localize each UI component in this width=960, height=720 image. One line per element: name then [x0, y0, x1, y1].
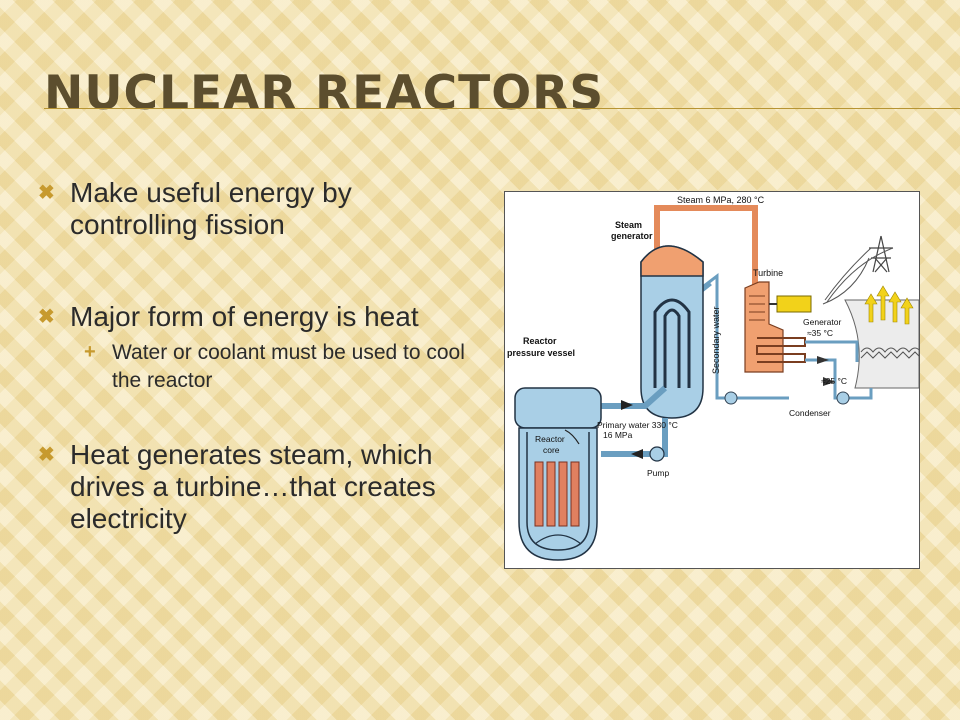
primary-cold-leg — [601, 418, 668, 457]
cooling-pump-icon — [836, 391, 850, 405]
pwr-diagram-svg: Steam 6 MPa, 280 °C Steam generator Turb… — [507, 195, 919, 561]
power-line — [822, 257, 870, 305]
slide-title: Nuclear Reactors — [44, 66, 605, 121]
plus-bullet-icon: + — [84, 341, 96, 363]
primary-pump-icon — [649, 446, 665, 462]
label-temp-25: ≈25 °C — [821, 376, 847, 386]
power-line — [824, 247, 872, 301]
cooling-water-pipe — [805, 340, 859, 362]
label-steam: Steam 6 MPa, 280 °C — [677, 195, 765, 205]
cooling-tower — [844, 299, 919, 389]
label-primary-water: Primary water 330 °C — [597, 420, 678, 430]
label-pump: Pump — [647, 468, 669, 478]
sub-bullet-item: + Water or coolant must be used to cool … — [84, 339, 468, 395]
reactor-pressure-vessel — [518, 427, 598, 561]
label-steam-generator: generator — [611, 231, 653, 241]
bullet-text: Major form of energy is heat — [70, 301, 419, 332]
flow-arrows — [621, 400, 643, 459]
steam-pipe — [654, 205, 758, 292]
bullet-list: ✖ Make useful energy by controlling fiss… — [38, 177, 468, 535]
power-pylon — [869, 235, 893, 273]
x-bullet-icon: ✖ — [38, 444, 55, 466]
label-temp-35: ≈35 °C — [807, 328, 833, 338]
x-bullet-icon: ✖ — [38, 306, 55, 328]
pwr-diagram: Steam 6 MPa, 280 °C Steam generator Turb… — [504, 191, 920, 569]
label-reactor-core: core — [543, 445, 560, 455]
label-reactor-vessel: pressure vessel — [507, 348, 575, 358]
reactor-vessel-head — [514, 387, 602, 429]
label-generator: Generator — [803, 317, 841, 327]
bullet-text: Heat generates steam, which drives a tur… — [70, 439, 436, 534]
label-primary-pressure: 16 MPa — [603, 430, 633, 440]
bullet-item: ✖ Major form of energy is heat — [38, 301, 468, 333]
bullet-text: Make useful energy by controlling fissio… — [70, 177, 352, 240]
u-tube — [653, 298, 691, 388]
label-reactor-core: Reactor — [535, 434, 565, 444]
primary-hot-leg — [601, 385, 668, 409]
power-line — [826, 247, 894, 303]
label-steam-generator: Steam — [615, 220, 642, 230]
sub-bullet-text: Water or coolant must be used to cool th… — [112, 341, 465, 392]
steam-generator-dome — [640, 245, 704, 277]
title-underline — [44, 108, 960, 109]
label-secondary-water: Secondary water — [711, 306, 721, 374]
reactor-core-rods — [534, 461, 580, 527]
x-bullet-icon: ✖ — [38, 182, 55, 204]
label-reactor-vessel: Reactor — [523, 336, 557, 346]
bullet-item: ✖ Heat generates steam, which drives a t… — [38, 439, 468, 535]
cooling-spray — [860, 347, 919, 359]
label-condenser: Condenser — [789, 408, 831, 418]
steam-plume-arrows — [864, 285, 914, 325]
label-turbine: Turbine — [753, 268, 783, 278]
bullet-item: ✖ Make useful energy by controlling fiss… — [38, 177, 468, 241]
secondary-pump-icon — [724, 391, 738, 405]
generator — [776, 295, 812, 313]
